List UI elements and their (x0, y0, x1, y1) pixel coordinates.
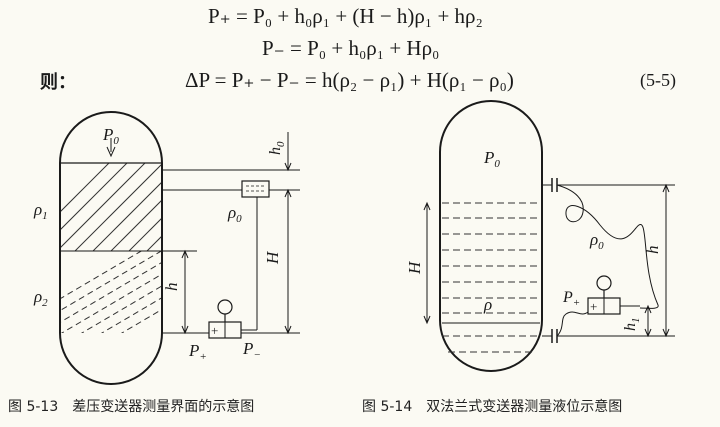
label-14-pplus: P+ (562, 289, 580, 309)
label-14-h: h (643, 246, 662, 255)
lower-capillary (556, 311, 589, 337)
label-14-p0: P0 (483, 148, 500, 170)
label-13-rho2: ρ2 (33, 287, 48, 309)
h-arrow-down (181, 325, 189, 335)
h-arrow-up (181, 249, 189, 259)
vessel-13-outline (59, 111, 163, 385)
label-13-h0: h0 (267, 141, 287, 155)
transmitter-14-head (596, 275, 612, 291)
h1-arrow-down (644, 328, 652, 338)
transmitter-13-head (217, 299, 233, 315)
label-13-H: H (263, 250, 282, 265)
label-14-H: H (405, 260, 424, 275)
equation-p-minus: P₋ = P₀ + h₀ρ₁ + Hρ₀ (262, 36, 440, 60)
label-14-rho: ρ (483, 295, 492, 314)
liquid-levels-14 (442, 202, 540, 353)
label-13-p0: P0 (102, 125, 119, 147)
lower-liquid-hatch (60, 251, 162, 333)
seal-pot (241, 180, 270, 198)
label-13-rho0: ρ0 (227, 203, 242, 225)
transmitter-14-sign: + (590, 299, 597, 314)
equation-delta-p: ΔP = P₊ − P₋ = h(ρ₂ − ρ₁) + H(ρ₁ − ρ₀) (185, 68, 514, 92)
vessel-14-outline (439, 100, 543, 372)
p0-arrow-head (106, 146, 116, 158)
label-14-h1: h1 (622, 318, 642, 332)
label-13-rho1: ρ1 (33, 200, 48, 222)
label-13-pminus: P− (242, 339, 261, 361)
caption-figure-5-13: 图 5-13 差压变送器测量界面的示意图 (8, 399, 255, 415)
H-arrow (284, 325, 292, 335)
caption-figure-5-14: 图 5-14 双法兰式变送器测量液位示意图 (362, 399, 623, 415)
label-13-h: h (162, 283, 181, 292)
equation-p-plus: P₊ = P₀ + h₀ρ₁ + (H − h)ρ₁ + hρ₂ (208, 4, 483, 28)
label-13-pplus: P+ (188, 341, 207, 363)
transmitter-13-sign: + (211, 323, 218, 338)
h0-arrow (284, 162, 292, 172)
upper-capillary (556, 184, 659, 309)
h14-arrow-up (662, 183, 670, 193)
H14-arrow-down (423, 315, 431, 325)
equation-lead-word: 则： (40, 72, 76, 93)
h1-arrow-up (644, 304, 652, 314)
equation-number: (5-5) (640, 70, 676, 90)
h14-arrow-down (662, 328, 670, 338)
H14-arrow-up (423, 201, 431, 211)
figure-5-13-diagram: P0 ρ1 ρ2 ρ0 h0 H h P+ P− + (33, 111, 300, 385)
label-14-rho0: ρ0 (589, 230, 604, 252)
figure-5-14-diagram: P0 H ρ ρ0 h h1 P+ + (405, 100, 675, 372)
